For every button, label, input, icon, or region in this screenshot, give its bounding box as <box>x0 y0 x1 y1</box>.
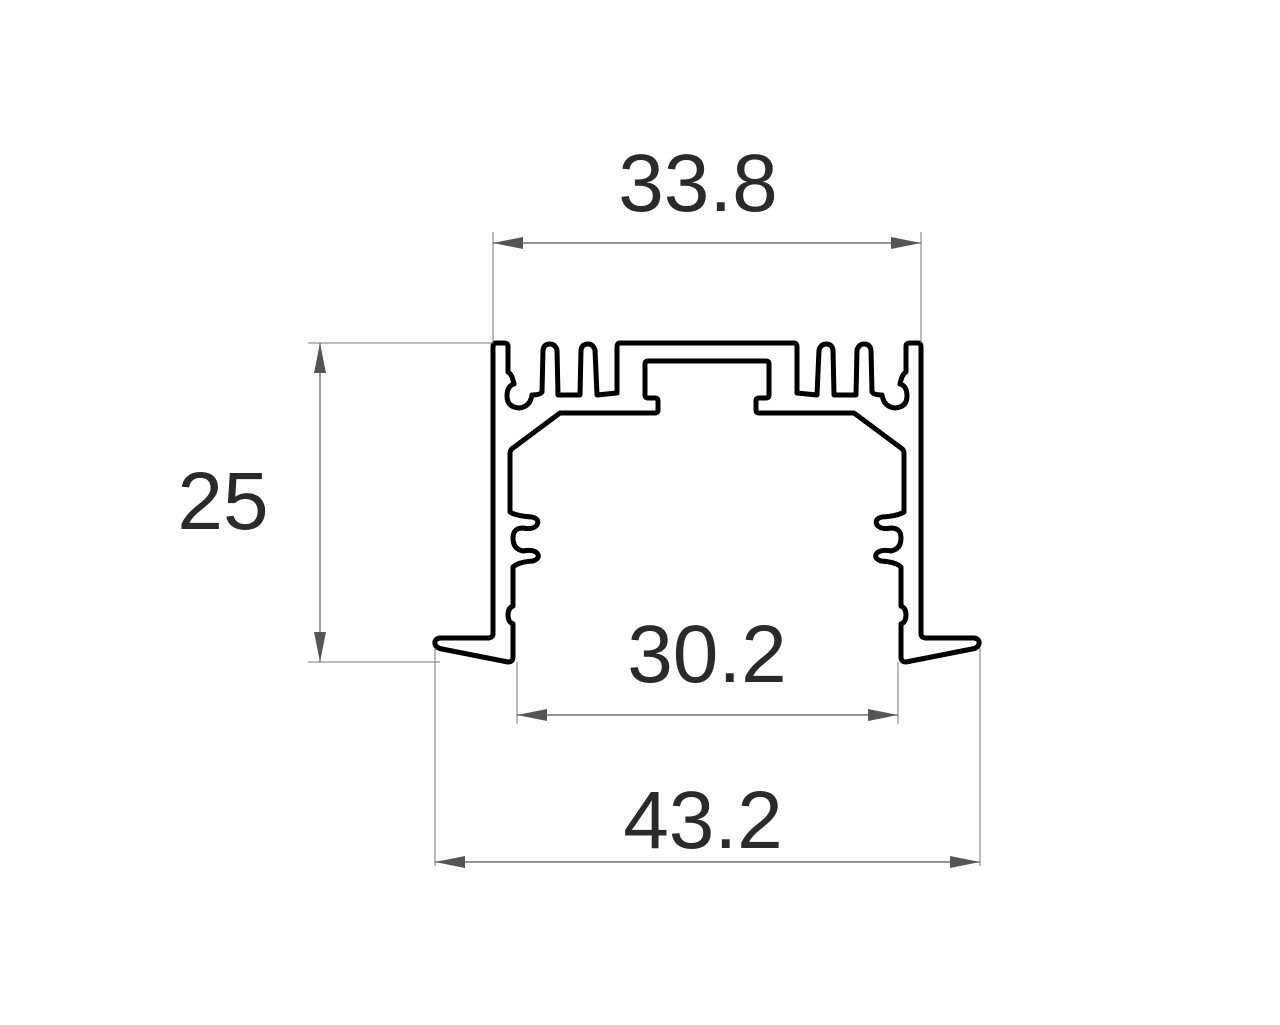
dimension-label-inner-width: 30.2 <box>627 609 787 700</box>
arrowhead <box>314 632 326 662</box>
arrowhead <box>314 343 326 373</box>
arrowhead <box>950 856 980 868</box>
dimension-overall-width: 43.2 <box>434 648 981 868</box>
arrowhead <box>891 237 921 249</box>
arrowhead <box>493 237 523 249</box>
profile-left-half <box>432 340 710 665</box>
dimension-height: 25 <box>177 342 493 663</box>
dimension-inner-width: 30.2 <box>516 609 899 724</box>
arrowhead <box>435 856 465 868</box>
profile-outline <box>432 340 979 665</box>
dimension-label-top-width: 33.8 <box>618 138 778 229</box>
dimension-label-overall-width: 43.2 <box>623 775 783 866</box>
arrowhead <box>868 709 898 721</box>
dimension-top-width: 33.8 <box>492 138 922 343</box>
dimension-label-height: 25 <box>177 456 268 547</box>
arrowhead <box>517 709 547 721</box>
